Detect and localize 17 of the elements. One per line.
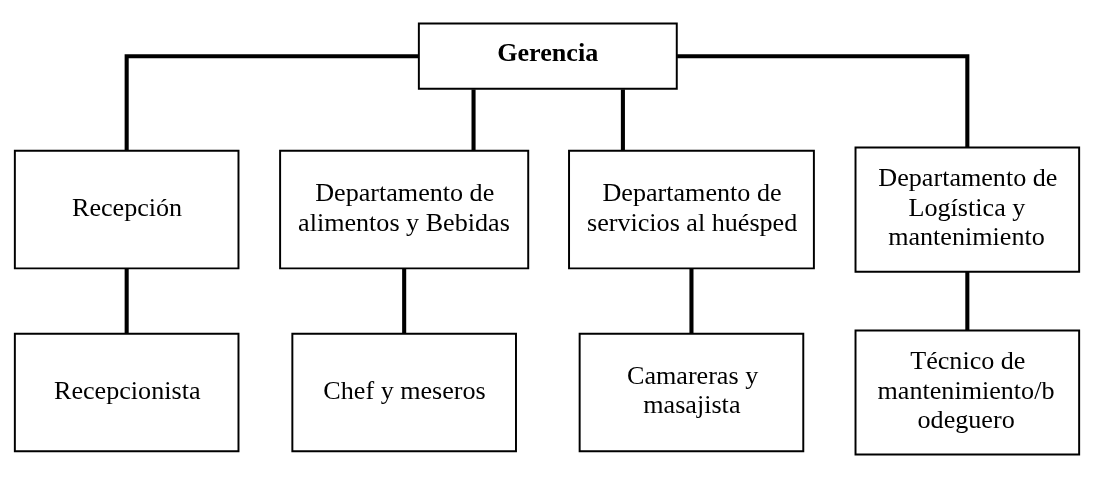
node-box: Recepción (13, 149, 240, 269)
connector (677, 53, 970, 147)
connector (124, 53, 419, 151)
node-box: Camareras y masajista (578, 332, 805, 452)
node-box: Técnico de mantenimiento/b odeguero (854, 328, 1081, 455)
node-box: Recepcionista (13, 332, 240, 452)
connector (471, 89, 476, 150)
connector (965, 271, 970, 330)
node-box: Departamento de Logística y mantenimiento (854, 146, 1081, 273)
connector (402, 267, 407, 333)
node-box: Departamento de servicios al huésped (568, 149, 815, 269)
connector (689, 267, 694, 333)
connector (124, 267, 129, 333)
node-box: Gerencia (417, 22, 678, 90)
connector (620, 89, 625, 150)
node-box: Chef y meseros (291, 332, 517, 452)
node-box: Departamento de alimentos y Bebidas (279, 149, 530, 269)
